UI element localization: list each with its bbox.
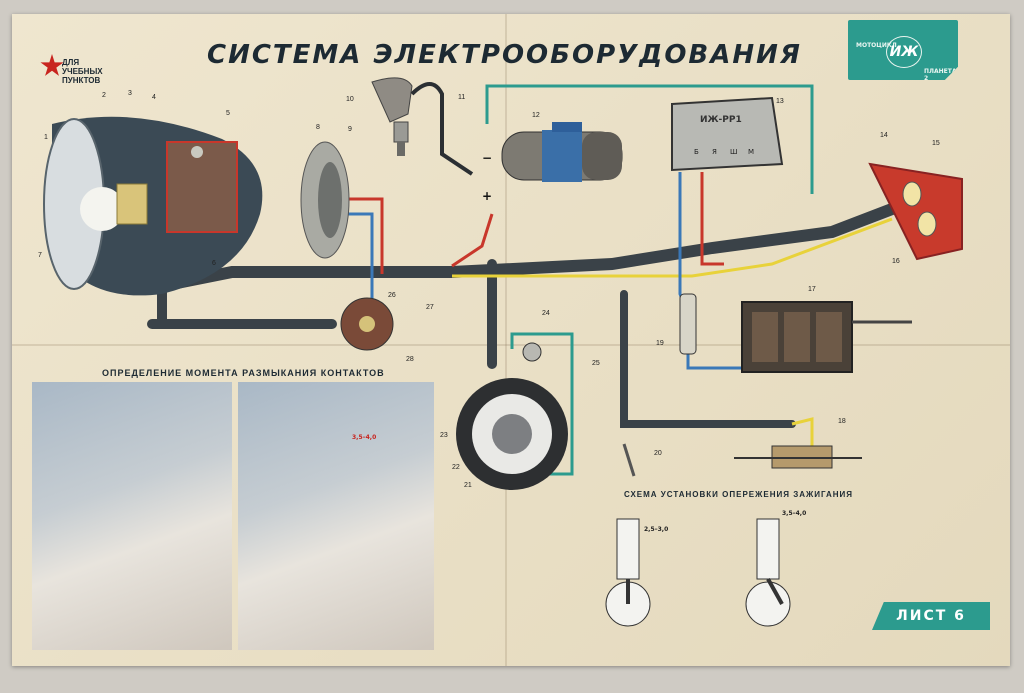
badge-text: ДЛЯ УЧЕБНЫХ ПУНКТОВ [62, 58, 103, 85]
ignition-coil [501, 122, 623, 182]
callout-25: 25 [592, 360, 600, 367]
brake-light-switch [734, 445, 862, 469]
callout-18: 18 [838, 418, 846, 425]
spark-plug [371, 77, 474, 176]
callout-19: 19 [656, 340, 664, 347]
brand-logo: ИЖ [886, 36, 922, 68]
callout-8: 8 [316, 124, 320, 131]
regulator-terminals: Б Я Ш М [694, 148, 754, 156]
terminal-ya: Я [712, 148, 717, 156]
terminal-m: М [748, 148, 754, 156]
callout-4: 4 [152, 94, 156, 101]
fold-line-vertical [505, 14, 507, 666]
terminal-sh: Ш [730, 148, 738, 156]
callout-26: 26 [388, 292, 396, 299]
battery [741, 301, 912, 373]
callout-1: 1 [44, 134, 48, 141]
contacts-heading: ОПРЕДЕЛЕНИЕ МОМЕНТА РАЗМЫКАНИЯ КОНТАКТОВ [102, 368, 385, 378]
ignition-advance-sketches [605, 518, 791, 627]
ignition-heading: СХЕМА УСТАНОВКИ ОПЕРЕЖЕНИЯ ЗАЖИГАНИЯ [624, 490, 854, 499]
wiring-diagram: ИЖ-РР1 Б Я Ш М [43, 77, 963, 627]
callout-14: 14 [880, 132, 888, 139]
callout-9: 9 [348, 126, 352, 133]
terminal-b: Б [694, 148, 699, 156]
gap-label-left: 2,5–3,0 [644, 526, 669, 533]
photo-left [32, 382, 232, 650]
callout-15: 15 [932, 140, 940, 147]
fuse-holder [679, 293, 697, 355]
callout-23: 23 [440, 432, 448, 439]
sheet-badge: ЛИСТ 6 [872, 602, 990, 630]
gap-label-photo: 3,5–4,0 [352, 434, 377, 441]
callout-20: 20 [654, 450, 662, 457]
gap-label-right: 3,5–4,0 [782, 510, 807, 517]
poster-title: СИСТЕМА ЭЛЕКТРООБОРУДОВАНИЯ [207, 40, 802, 70]
callout-5: 5 [226, 110, 230, 117]
neutral-sensor [622, 443, 636, 477]
colored-wires [347, 84, 893, 476]
horn [300, 141, 350, 259]
headlight [43, 116, 263, 296]
callout-7: 7 [38, 252, 42, 259]
callout-6: 6 [212, 260, 216, 267]
brand-panel: МОТОЦИКЛ ИЖ ПЛАНЕТА 2 [848, 20, 958, 80]
callout-10: 10 [346, 96, 354, 103]
regulator-label: ИЖ-РР1 [700, 115, 742, 125]
polarity-plus: + [482, 189, 492, 203]
callout-12: 12 [532, 112, 540, 119]
generator [456, 342, 568, 490]
polarity-minus: − [482, 151, 492, 165]
brand-variant: ПЛАНЕТА 2 [924, 68, 957, 82]
callout-21: 21 [464, 482, 472, 489]
callout-17: 17 [808, 286, 816, 293]
callout-11: 11 [458, 94, 466, 101]
brand-model: МОТОЦИКЛ [856, 42, 897, 49]
callout-27: 27 [426, 304, 434, 311]
training-badge: ДЛЯ УЧЕБНЫХ ПУНКТОВ [40, 54, 103, 94]
photo-right [238, 382, 434, 650]
callout-28: 28 [406, 356, 414, 363]
callout-13: 13 [776, 98, 784, 105]
ignition-switch [340, 297, 394, 351]
callout-3: 3 [128, 90, 132, 97]
callout-2: 2 [102, 92, 106, 99]
relay-regulator: ИЖ-РР1 Б Я Ш М [671, 96, 784, 172]
callout-22: 22 [452, 464, 460, 471]
callout-16: 16 [892, 258, 900, 265]
callout-24: 24 [542, 310, 550, 317]
poster: ДЛЯ УЧЕБНЫХ ПУНКТОВ СИСТЕМА ЭЛЕКТРООБОРУ… [12, 14, 1010, 666]
rear-light [868, 162, 963, 261]
